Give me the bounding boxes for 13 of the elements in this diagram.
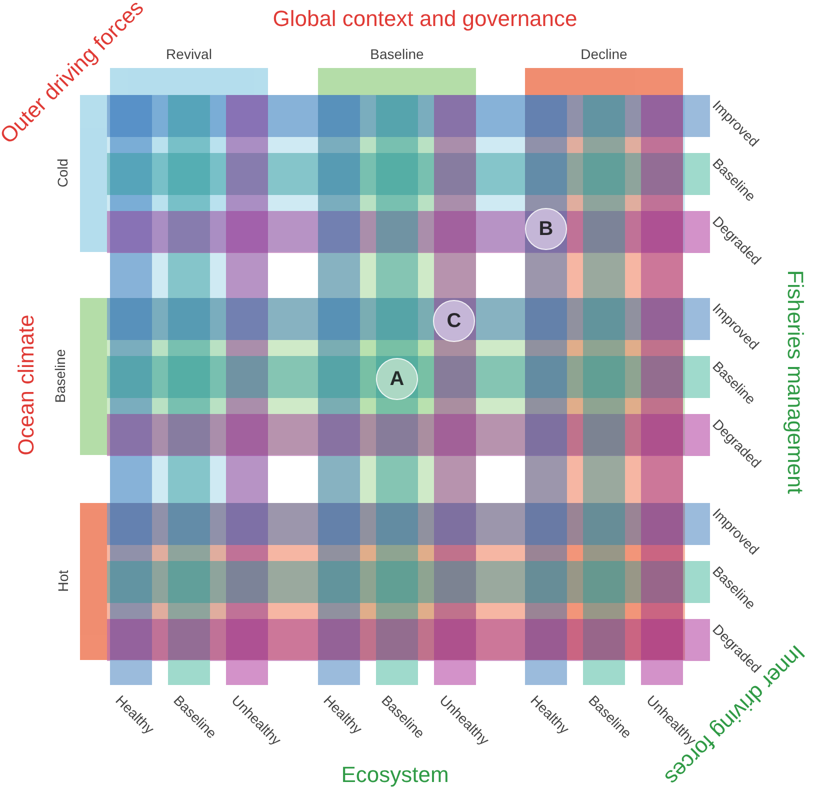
axis-title: Ocean climate — [13, 314, 39, 456]
category-label: Cold — [54, 158, 70, 187]
marker-circle: C — [433, 300, 475, 342]
category-label: Baseline — [52, 348, 68, 402]
category-label: Hot — [54, 570, 71, 592]
category-label: Revival — [165, 46, 213, 62]
category-label: Baseline — [369, 46, 425, 62]
axis-title: Fisheries management — [782, 270, 808, 494]
category-label: Decline — [580, 46, 628, 62]
diagram-title: Global context and governance — [272, 6, 578, 32]
marker-circle: B — [525, 208, 567, 250]
axis-title: Ecosystem — [341, 762, 449, 788]
marker-circle: A — [376, 358, 418, 400]
